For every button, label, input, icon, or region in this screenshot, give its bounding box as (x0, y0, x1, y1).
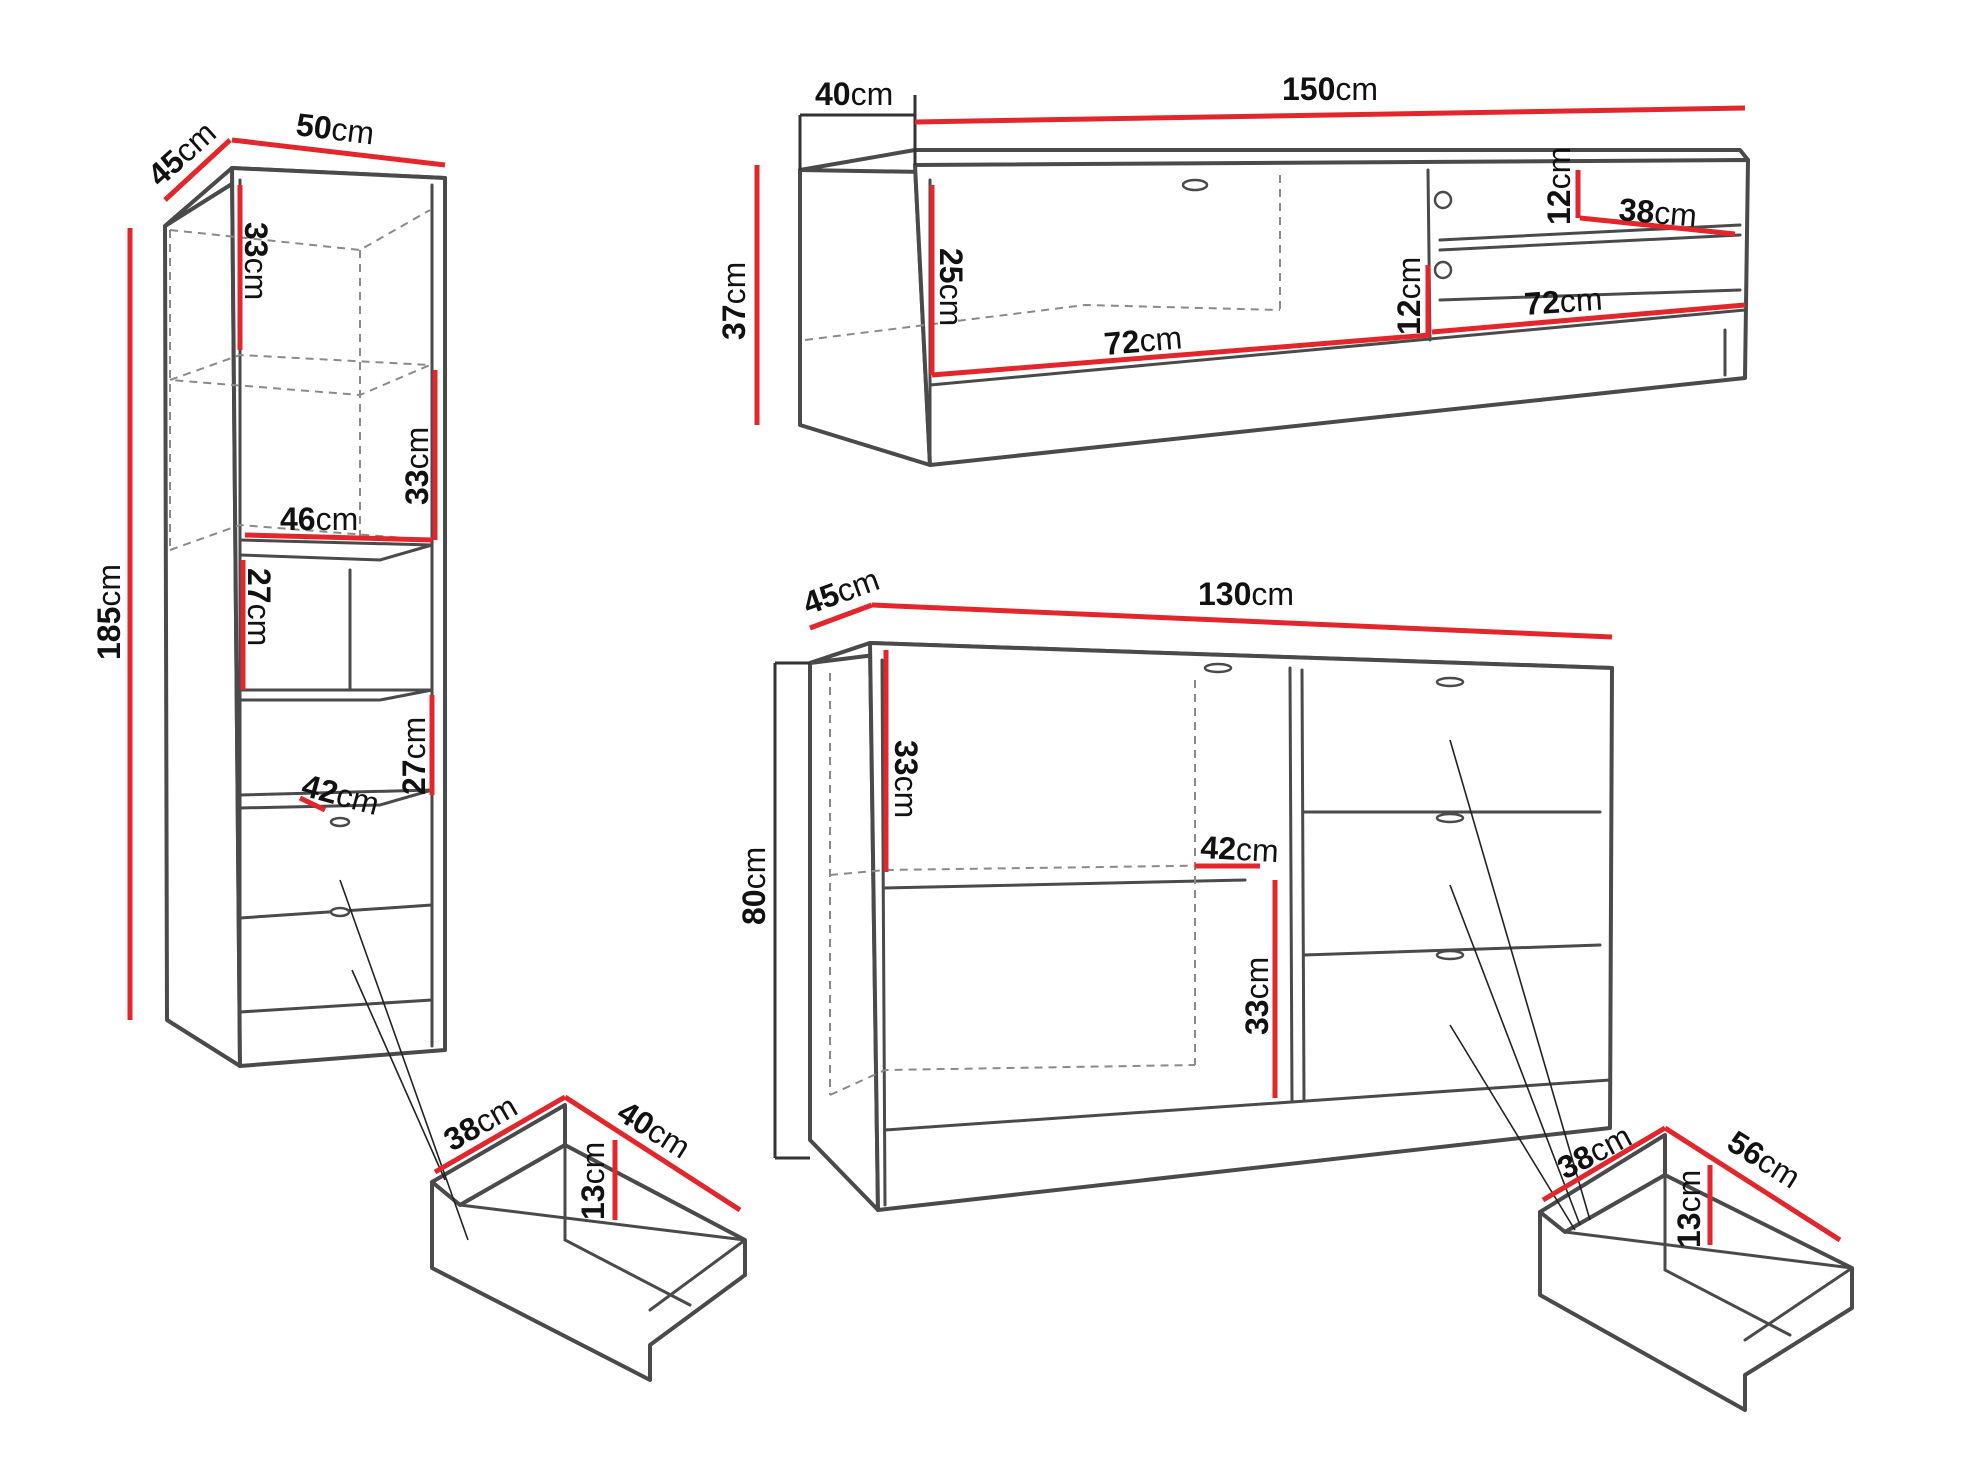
dim-line-bookcase-width (231, 137, 446, 168)
bookcase-drawer-back (458, 1203, 747, 1242)
sideboard-handle-drawer-1 (1435, 812, 1465, 824)
label-tv-width: 150cm (1282, 71, 1378, 107)
tv-stand-top-handle (1181, 178, 1209, 192)
bookcase-shelf-3 (238, 788, 433, 810)
dim-line-sideboard-width (871, 602, 1613, 640)
sideboard-drawer-inner (1663, 1173, 1792, 1337)
dim-line-bookcase-inner-depth (298, 795, 327, 813)
tv-stand-drawer-low (1438, 288, 1742, 302)
label-sideboard-drawer-height: 13cm (1671, 1170, 1707, 1248)
sideboard-drawer-front-edge (1743, 1266, 1854, 1342)
sideboard-door-left-2 (1300, 668, 1306, 1102)
sideboard-handle-right (1435, 676, 1465, 688)
bookcase-hidden-shelf-3 (169, 523, 431, 551)
sideboard-inner-left (880, 658, 887, 1207)
sideboard-handle-drawer-2 (1435, 949, 1465, 961)
label-tv-depth: 40cm (815, 76, 893, 112)
dim-line-sideboard-drawer-depth (1663, 1125, 1842, 1243)
label-tv-open-height: 25cm (933, 248, 969, 326)
dim-line-tv-open-width (931, 332, 1431, 378)
bookcase-drawer (430, 1103, 747, 1382)
sideboard-drawer-body (1538, 1173, 1854, 1412)
tv-stand-drawer-knob-2 (1433, 260, 1453, 280)
tv-stand-hidden-1 (804, 303, 1281, 341)
sideboard-side (808, 641, 880, 1212)
bookcase-leader-2 (351, 969, 446, 1181)
sideboard-hidden-shelf (829, 864, 1246, 876)
sideboard (808, 641, 1614, 1212)
tv-stand-side (798, 163, 932, 467)
dim-line-tv-width (914, 105, 1746, 125)
sideboard-door-left (1288, 666, 1294, 1104)
sideboard-hidden-bottom (829, 1064, 1196, 1096)
label-sideboard-lower-shelf: 33cm (1239, 957, 1275, 1035)
sideboard-drawer-back (1563, 1230, 1854, 1270)
bookcase-hidden-shelf-2 (169, 353, 431, 397)
tv-stand-base (928, 308, 1747, 387)
label-bookcase-width: 50cm (294, 106, 376, 151)
label-tv-drawer-height-1: 12cm (1541, 147, 1577, 225)
dim-line-tv-drawer-width-1 (1579, 215, 1736, 237)
dim-line-bookcase-depth (163, 138, 232, 202)
bookcase-drawer-body (430, 1143, 747, 1382)
sideboard-shelf (883, 878, 1247, 890)
label-bookcase-inner-width: 46cm (280, 501, 358, 537)
dim-line-bookcase-drawer-width (433, 1094, 567, 1175)
label-bookcase-low-shelf-1: 27cm (241, 568, 277, 646)
label-sideboard-width: 130cm (1198, 576, 1294, 612)
label-tv-open-width: 72cm (1102, 319, 1183, 362)
tv-stand (798, 148, 1750, 467)
dim-line-tv-drawer-width-2 (1431, 302, 1746, 335)
bookcase-drawer-handle-1 (329, 816, 351, 828)
sideboard-leader-1 (1449, 739, 1591, 1221)
label-sideboard-height: 80cm (736, 847, 772, 925)
label-sideboard-inner-depth: 42cm (1200, 829, 1280, 869)
bookcase-drawer-inner (563, 1143, 692, 1307)
bookcase-plinth (238, 998, 447, 1068)
bookcase-hidden-shelf-1 (169, 209, 431, 252)
label-tv-drawer-width-1: 38cm (1617, 191, 1698, 234)
bookcase-drawer-line-2 (238, 998, 434, 1014)
label-bookcase-height: 185cm (91, 564, 127, 660)
bookcase-shelf-2 (238, 688, 433, 702)
sideboard-leader-2 (1449, 884, 1581, 1226)
bookcase-leader-1 (339, 879, 469, 1241)
tv-stand-drawer-knob-1 (1433, 190, 1453, 210)
label-tv-drawer-width-2: 72cm (1523, 281, 1604, 322)
label-sideboard-drawer-depth: 56cm (1721, 1123, 1806, 1195)
dim-line-bookcase-drawer-depth (563, 1094, 742, 1213)
dim-line-bookcase-inner-width (244, 532, 433, 543)
sideboard-handle-left (1203, 662, 1233, 674)
label-sideboard-depth: 45cm (798, 561, 884, 622)
label-bookcase-mid-shelf: 33cm (399, 427, 435, 505)
label-sideboard-upper-shelf: 33cm (888, 740, 924, 818)
bookcase-side-panel (163, 166, 242, 1068)
bookcase (163, 166, 447, 1068)
sideboard-drawer (1538, 1133, 1854, 1412)
dim-line-sideboard-depth (809, 602, 873, 631)
sideboard-front (868, 641, 1614, 1212)
dim-line-sideboard-drawer-width (1541, 1125, 1667, 1203)
label-tv-drawer-height-2: 12cm (1391, 257, 1427, 335)
bookcase-drawer-front-edge (648, 1238, 747, 1312)
label-tv-height: 37cm (716, 262, 752, 340)
label-bookcase-low-shelf-2: 27cm (396, 717, 432, 795)
bookcase-shelf-1 (238, 538, 433, 562)
label-bookcase-top-shelf: 33cm (238, 222, 274, 300)
tv-stand-drawer-top-2 (1438, 233, 1742, 252)
bookcase-drawer-handle-2 (329, 906, 351, 918)
label-bookcase-drawer-height: 13cm (575, 1142, 611, 1220)
